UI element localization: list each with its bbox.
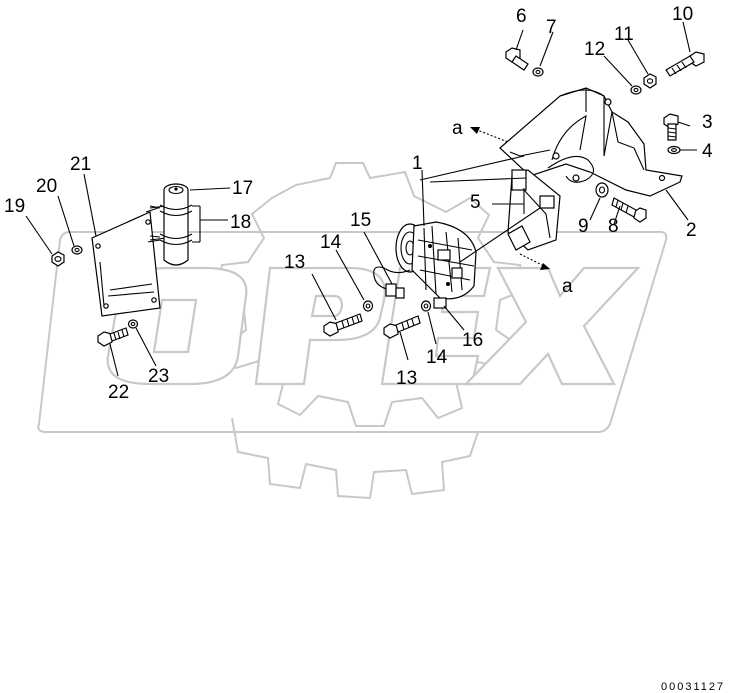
callout-4: 4 [702, 141, 713, 162]
callout-16: 16 [462, 330, 483, 351]
spacer-9 [595, 182, 609, 198]
nut-19 [51, 251, 65, 267]
callout-1: 1 [412, 153, 423, 174]
washer-14-left [362, 300, 374, 312]
callout-20: 20 [36, 176, 57, 197]
drier-body [163, 190, 189, 266]
clamp-upper [159, 204, 193, 217]
bolt-6 [505, 47, 529, 71]
callout-17: 17 [232, 178, 253, 199]
nut-11 [643, 73, 657, 89]
callout-14-left: 14 [320, 232, 342, 253]
bolt-3 [663, 113, 679, 141]
compressor-bracket-assembly [499, 47, 705, 251]
washer-4 [667, 145, 681, 155]
bolt-10 [665, 51, 705, 77]
callout-23: 23 [148, 366, 169, 387]
compressor-assembly [323, 221, 477, 339]
callout-22: 22 [108, 382, 129, 403]
view-arrow-upper: a [452, 118, 509, 143]
callout-13-right: 13 [396, 368, 417, 389]
callout-21: 21 [70, 154, 91, 175]
callout-3: 3 [702, 112, 713, 133]
callout-15: 15 [350, 210, 371, 231]
mounting-plate [91, 211, 161, 317]
washer-12 [630, 85, 642, 95]
callout-12: 12 [584, 39, 605, 60]
callout-7: 7 [546, 17, 557, 38]
watermark-letters [106, 266, 641, 386]
view-label-lower: a [562, 276, 573, 297]
clamp-lower [159, 233, 193, 246]
callout-2: 2 [686, 220, 697, 241]
bolt-13-left [323, 313, 363, 337]
connector-16 [433, 297, 447, 309]
washer-23 [127, 319, 139, 329]
washer-20 [71, 245, 83, 255]
callout-8: 8 [608, 216, 619, 237]
callout-5: 5 [470, 192, 481, 213]
washer-7 [532, 67, 544, 77]
watermark-banner [37, 231, 668, 433]
callout-numbers: 1 2 3 4 5 6 7 8 9 10 11 12 13 13 14 14 1… [4, 4, 713, 403]
callout-19: 19 [4, 196, 25, 217]
bolt-13-right [383, 315, 421, 339]
watermark-gear-teeth [231, 417, 479, 500]
callout-6: 6 [516, 6, 527, 27]
leader-lines [25, 21, 697, 377]
callout-18: 18 [230, 212, 251, 233]
callout-9: 9 [578, 216, 589, 237]
receiver-drier-assembly [51, 183, 193, 347]
bolt-8 [611, 197, 647, 223]
callout-10: 10 [672, 4, 693, 25]
callout-13-left: 13 [284, 252, 305, 273]
callout-11: 11 [614, 24, 634, 45]
view-label-upper: a [452, 118, 463, 139]
drawing-number: 00031127 [661, 681, 725, 693]
view-arrow-lower: a [519, 253, 573, 297]
bolt-22 [97, 331, 113, 347]
compressor-harness [373, 266, 411, 291]
callout-14-right: 14 [426, 347, 448, 368]
washer-14-right [420, 300, 432, 312]
